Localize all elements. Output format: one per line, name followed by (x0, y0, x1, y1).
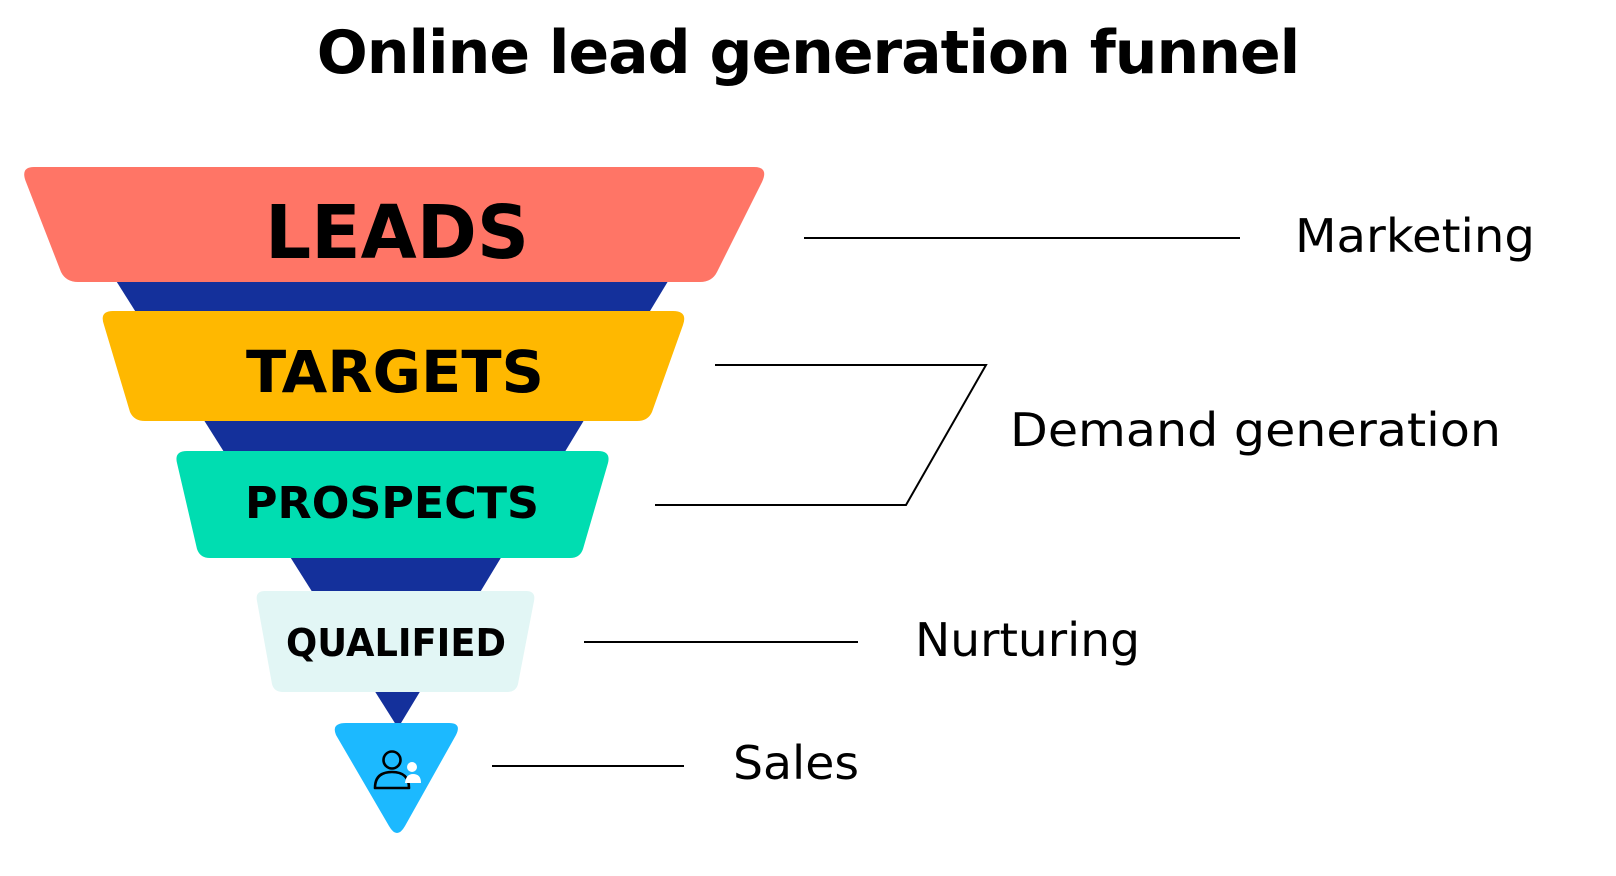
users-icon (373, 750, 421, 790)
funnel-band-prospects (176, 451, 609, 558)
connector-demand-generation (655, 364, 988, 506)
stage-label-targets: TARGETS (246, 338, 544, 406)
funnel-band-qualified (256, 591, 535, 692)
funnel-band-targets (102, 311, 685, 421)
category-label-marketing: Marketing (1295, 209, 1535, 263)
funnel-band-leads (24, 167, 765, 282)
funnel-tip-sales (334, 723, 458, 833)
category-label-nurturing: Nurturing (915, 613, 1140, 667)
stage-label-leads: LEADS (265, 190, 529, 276)
page-title: Online lead generation funnel (316, 18, 1300, 88)
category-label-demand-generation: Demand generation (1010, 403, 1501, 457)
stage-label-qualified: QUALIFIED (286, 621, 506, 665)
category-label-sales: Sales (733, 736, 859, 790)
stage-label-prospects: PROSPECTS (245, 478, 539, 529)
